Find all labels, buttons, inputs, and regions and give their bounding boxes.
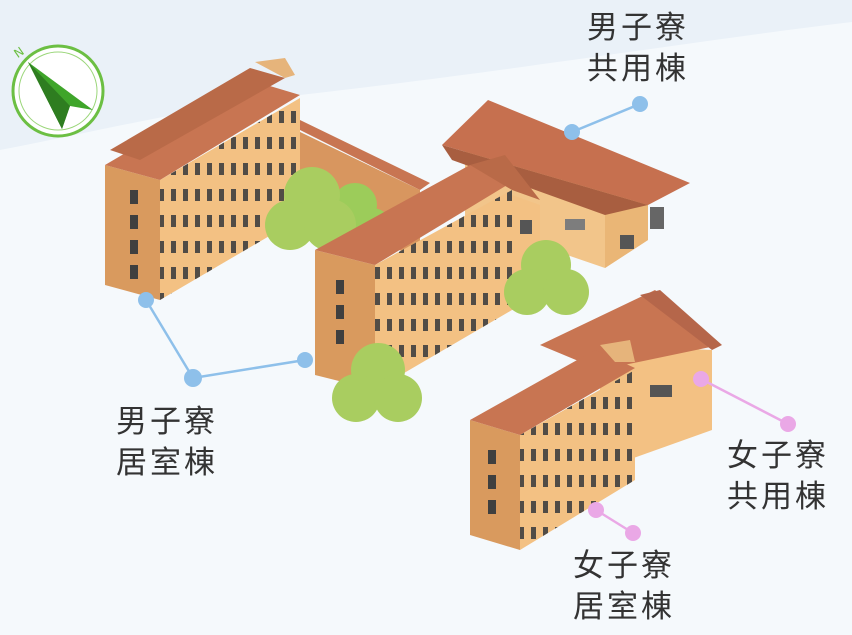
tree-front-right <box>504 240 589 315</box>
label-female-rooms-line2: 居室棟 <box>573 589 675 625</box>
label-female-rooms-line1: 女子寮 <box>573 548 675 584</box>
male-room-building-left <box>105 58 300 300</box>
label-female-common-line2: 共用棟 <box>727 479 829 515</box>
sky-band <box>0 0 852 150</box>
marker-female-rooms <box>588 502 641 541</box>
label-female-rooms: 女子寮 居室棟 <box>573 546 675 628</box>
tree-front-center <box>332 343 422 422</box>
label-male-common-line1: 男子寮 <box>587 10 689 46</box>
label-male-common: 男子寮 共用棟 <box>587 8 689 90</box>
label-female-common: 女子寮 共用棟 <box>727 436 829 518</box>
marker-male-rooms <box>138 292 313 387</box>
label-male-rooms: 男子寮 居室棟 <box>116 402 218 484</box>
marker-female-common <box>693 371 796 432</box>
north-compass-icon: N <box>11 44 105 138</box>
label-male-common-line2: 共用棟 <box>587 51 689 87</box>
tree-courtyard <box>265 167 356 251</box>
marker-male-common <box>564 96 648 140</box>
label-female-common-line1: 女子寮 <box>727 438 829 474</box>
label-male-rooms-line2: 居室棟 <box>116 445 218 481</box>
female-room-building <box>470 340 635 550</box>
label-male-rooms-line1: 男子寮 <box>116 404 218 440</box>
